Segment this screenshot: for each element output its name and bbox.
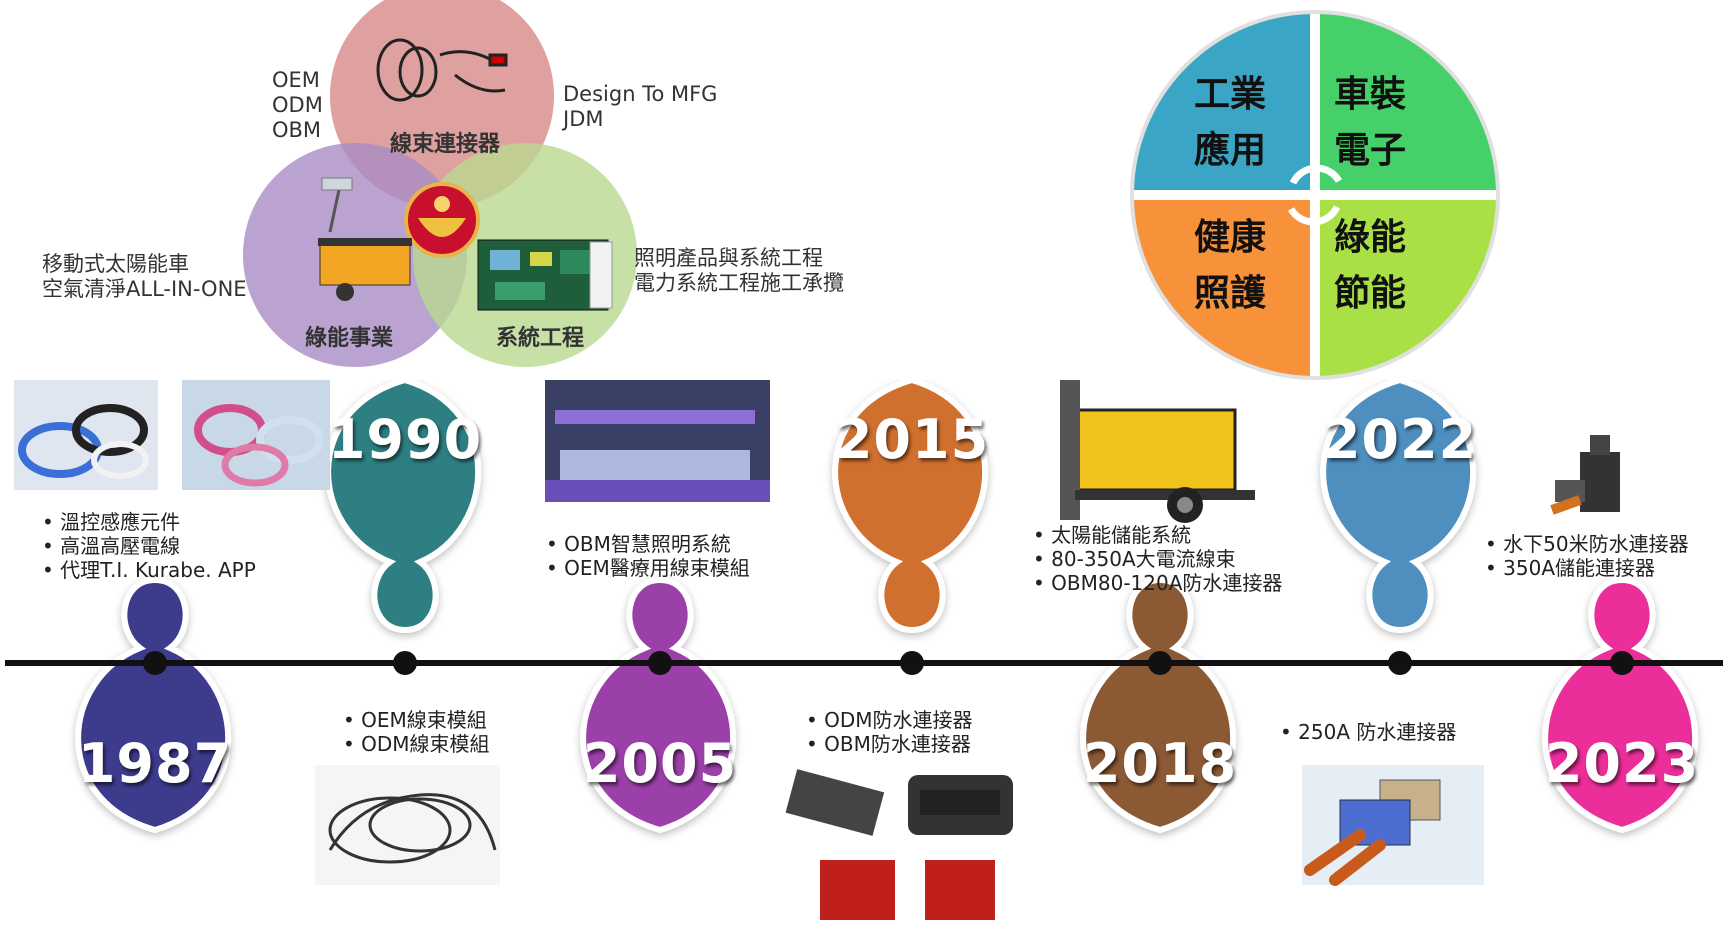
timeline-dot-1990	[393, 651, 417, 675]
list-item: OBM80-120A防水連接器	[1033, 571, 1282, 595]
bubble-1990	[325, 380, 482, 634]
bubble-1987	[75, 576, 232, 834]
list-item: 水下50米防水連接器	[1485, 532, 1688, 556]
venn-circles	[243, 0, 637, 367]
year-label-1987: 1987	[77, 732, 233, 795]
connector-250a-image	[1302, 765, 1484, 886]
solar-storage-trailer-image	[1060, 380, 1255, 523]
list-item: 80-350A大電流線束	[1033, 547, 1282, 571]
list-item: 代理T.I. Kurabe. APP	[42, 558, 256, 582]
bubble-2018	[1080, 576, 1237, 834]
cycle-arrows-icon	[1289, 164, 1343, 185]
quadrant-text-industrial: 工業 應用	[1193, 74, 1266, 171]
label-obm: OBM	[272, 118, 322, 143]
venn-left-labels: OEM ODM OBM	[272, 68, 323, 144]
label-solar-vehicle: 移動式太陽能車	[42, 252, 189, 276]
list-item: ODM防水連接器	[806, 708, 972, 732]
list-item: ODM線束模組	[343, 732, 489, 756]
label-oem: OEM	[272, 68, 320, 92]
wire-spools-image	[14, 380, 330, 490]
timeline-dot-2005	[648, 651, 672, 675]
circle-title-system-engineering: 系統工程	[496, 326, 585, 351]
items-1987: 溫控感應元件 高溫高壓電線 代理T.I. Kurabe. APP	[42, 510, 256, 582]
timeline-dot-2018	[1148, 651, 1172, 675]
side-left-labels: 移動式太陽能車 空氣清淨ALL-IN-ONE	[42, 252, 247, 302]
year-label-2015: 2015	[834, 408, 990, 471]
venn-diagram: OEM ODM OBM Design To MFG JDM 線束連接器 綠能事業…	[0, 0, 900, 390]
circle-title-harness: 線束連接器	[390, 132, 501, 157]
label-air-purifier: 空氣清淨ALL-IN-ONE	[42, 277, 247, 302]
year-label-2022: 2022	[1322, 408, 1478, 471]
year-label-2023: 2023	[1544, 732, 1700, 795]
harness-module-image	[315, 765, 500, 885]
label-odm: ODM	[272, 93, 323, 118]
circle-title-green-energy: 綠能事業	[305, 326, 394, 351]
circuit-board-image	[477, 239, 613, 311]
timeline-graphics	[5, 380, 1723, 920]
bubble-2022	[1320, 380, 1477, 634]
list-item: OBM防水連接器	[806, 732, 973, 756]
items-2023: 水下50米防水連接器 350A儲能連接器	[1485, 532, 1689, 580]
quadrant-top-right	[1315, 13, 1497, 195]
timeline-dot-2022	[1388, 651, 1412, 675]
quadrant-diagram: 工業 應用 車裝 電子 健康 照護 綠能 節能	[1125, 5, 1505, 385]
year-label-2018: 2018	[1082, 732, 1238, 795]
waterproof-connectors-image	[785, 769, 1013, 920]
list-item: 350A儲能連接器	[1485, 556, 1689, 580]
list-item: 溫控感應元件	[42, 510, 256, 534]
quadrant-text-green-energy: 綠能 節能	[1333, 217, 1406, 314]
quadrant-circle	[1129, 9, 1501, 381]
label-lighting: 照明產品與系統工程	[634, 246, 823, 270]
label-jdm: JDM	[563, 107, 604, 132]
items-2005: OBM智慧照明系統 OEM醫療用線束模組	[546, 532, 750, 580]
side-right-labels: 照明產品與系統工程 電力系統工程施工承攬	[634, 246, 844, 296]
timeline-dot-2023	[1610, 651, 1634, 675]
label-design-to-mfg: Design To MFG	[563, 82, 718, 106]
items-2015: ODM防水連接器 OBM防水連接器	[806, 708, 973, 756]
quadrant-bottom-right	[1315, 195, 1497, 377]
list-item: 高溫高壓電線	[42, 534, 256, 558]
list-item: 太陽能儲能系統	[1033, 523, 1282, 547]
items-2022: 250A 防水連接器	[1280, 720, 1456, 744]
bubble-2023	[1542, 576, 1699, 834]
quadrant-bottom-left	[1133, 195, 1315, 377]
smart-lighting-image	[545, 380, 770, 502]
bubble-2005	[580, 576, 737, 834]
solar-trailer-image	[318, 177, 412, 301]
quadrant-text-automotive: 車裝 電子	[1333, 74, 1406, 171]
timeline-dot-1987	[143, 651, 167, 675]
list-item: OBM智慧照明系統	[546, 532, 750, 556]
label-power-engineering: 電力系統工程施工承攬	[634, 271, 844, 296]
harness-image	[376, 38, 508, 102]
items-1990: OEM線束模組 ODM線束模組	[343, 708, 490, 756]
timeline-dot-2015	[900, 651, 924, 675]
year-label-1990: 1990	[327, 408, 483, 471]
list-item: OEM線束模組	[343, 708, 490, 732]
year-label-2005: 2005	[582, 732, 738, 795]
items-2018: 太陽能儲能系統 80-350A大電流線束 OBM80-120A防水連接器	[1033, 523, 1282, 595]
timeline: 1987 1990 2005 2015 2018 2022 2023 溫控感應元…	[0, 380, 1723, 931]
bubble-2015	[832, 380, 989, 634]
quadrant-text-healthcare: 健康 照護	[1193, 217, 1266, 314]
connector-underwater-image	[1550, 435, 1620, 515]
venn-right-labels: Design To MFG JDM	[563, 82, 717, 132]
list-item: OEM醫療用線束模組	[546, 556, 750, 580]
list-item: 250A 防水連接器	[1280, 720, 1456, 744]
quadrant-top-left	[1133, 13, 1315, 195]
